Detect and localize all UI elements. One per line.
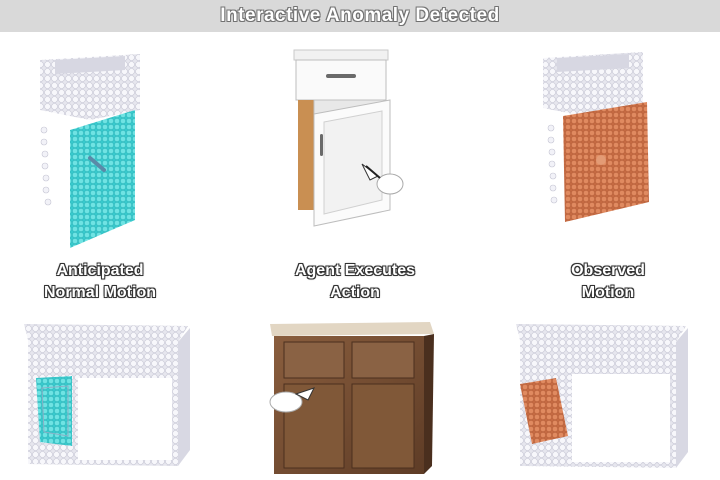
observed-sink-view [535,40,665,230]
agent-white-cabinet-view [290,44,410,234]
caption-observed-line1: Observed [571,262,645,279]
anticipated-sink-view [30,40,160,250]
hand-pointer-icon [269,387,315,413]
caption-agent: Agent Executes Action [255,260,455,304]
observed-base-cabinet-view [510,318,700,478]
caption-anticipated-line1: Anticipated [56,262,144,279]
caption-anticipated: Anticipated Normal Motion [0,260,200,304]
caption-observed: Observed Motion [508,260,708,304]
cabinet-frame-points [40,126,52,206]
anticipated-door [70,110,135,248]
caption-agent-line1: Agent Executes [294,262,416,279]
hand-pointer-icon [361,163,404,195]
anticipated-drawer [36,376,72,446]
caption-observed-line2: Motion [581,284,635,301]
caption-anticipated-line2: Normal Motion [44,284,156,301]
observed-door [563,102,649,222]
agent-wood-cabinet-view [262,318,442,478]
anticipated-base-cabinet-view [18,318,198,478]
banner: Interactive Anomaly Detected [0,0,720,32]
cabinet-frame-points [547,124,558,204]
caption-agent-line2: Action [330,284,380,301]
banner-title: Interactive Anomaly Detected [220,5,500,26]
observed-drawer [520,378,568,444]
